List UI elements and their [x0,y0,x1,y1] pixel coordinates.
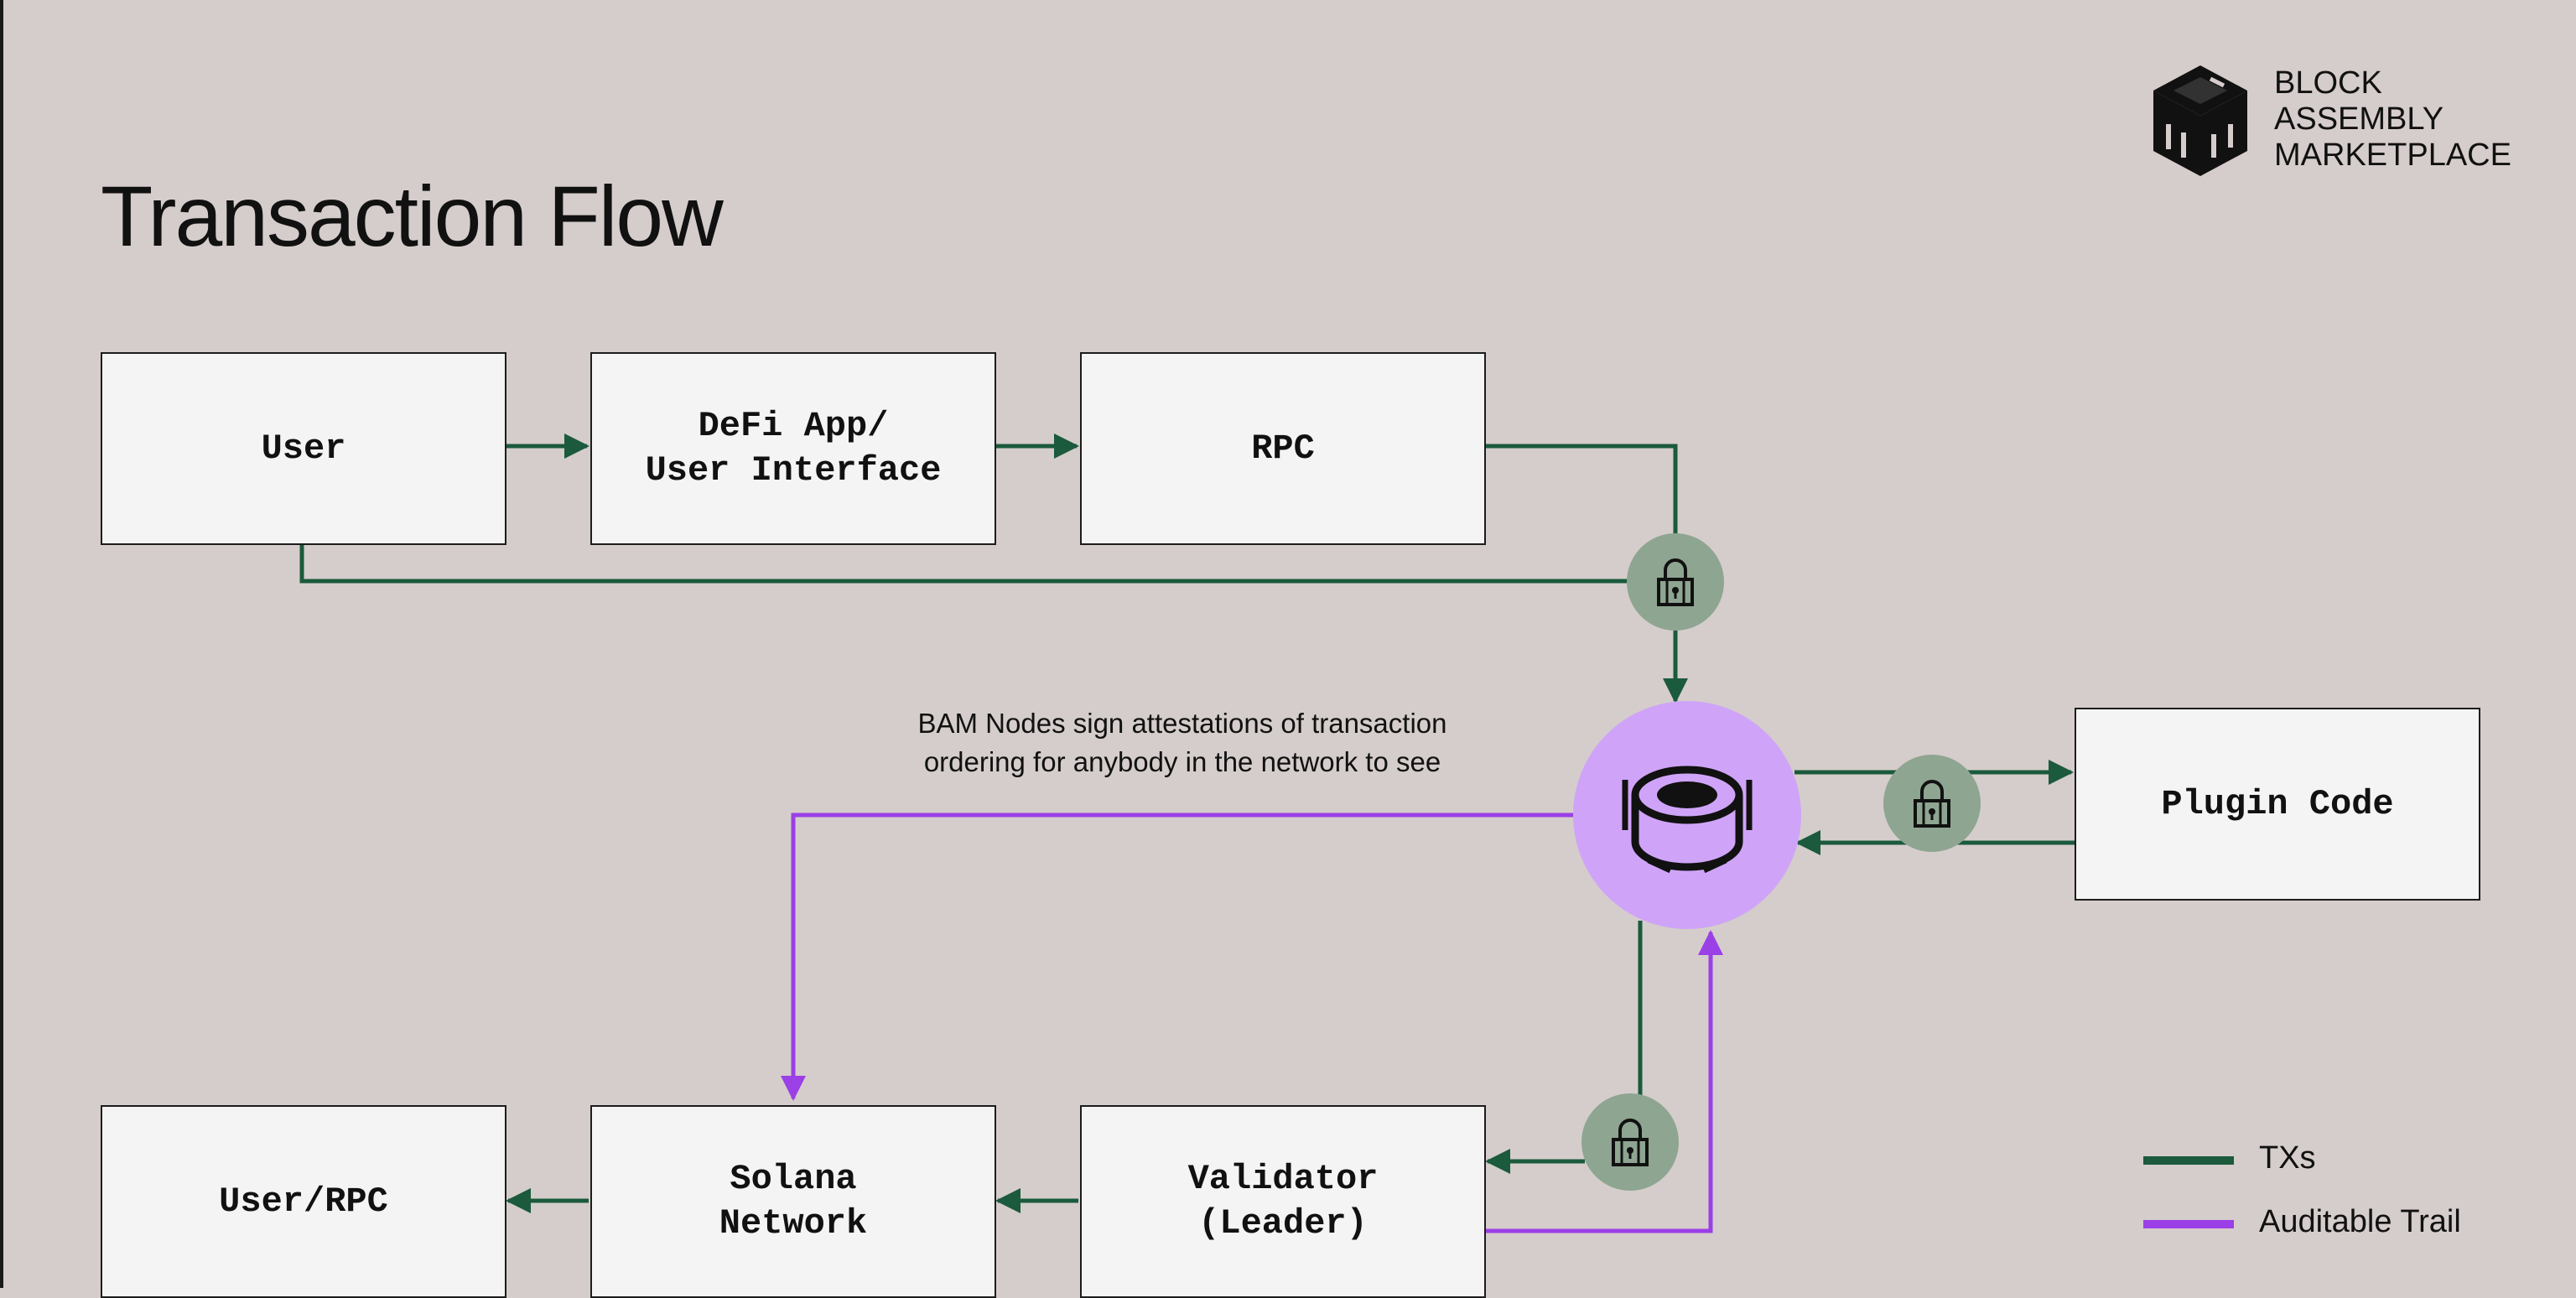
node-validator: Validator (Leader) [1080,1105,1486,1298]
brand-logo: BLOCK ASSEMBLY MARKETPLACE [2150,62,2519,188]
padlock-icon [1581,1093,1679,1191]
brand-line-1: BLOCK [2274,65,2382,101]
bam-cube-logo-icon [2153,65,2247,176]
node-rpc: RPC [1080,352,1486,545]
padlock-icon [1883,755,1981,852]
page-title: Transaction Flow [101,169,724,264]
bam-node-icon [1573,701,1801,929]
padlock-icon [1627,533,1724,631]
node-user: User [101,352,506,545]
node-defi-app: DeFi App/ User Interface [590,352,996,545]
node-user-rpc: User/RPC [101,1105,506,1298]
left-edge-rule [0,0,3,1288]
edge-bam-to-solana-audit [781,813,1573,1101]
legend-txs-label: TXs [2259,1140,2316,1176]
edge-validator-to-bam-audit [1484,930,1723,1233]
brand-wordmark: BLOCK ASSEMBLY MARKETPLACE [2274,65,2511,174]
node-solana-network: Solana Network [590,1105,996,1298]
edge-rpc-to-lock [1484,444,1678,535]
brand-line-2: ASSEMBLY [2274,101,2444,137]
edge-user-to-lock [299,543,1628,584]
node-plugin-code: Plugin Code [2075,708,2480,901]
legend-audit-label: Auditable Trail [2259,1204,2461,1239]
attestation-note: BAM Nodes sign attestations of transacti… [917,708,1447,777]
brand-line-3: MARKETPLACE [2274,138,2511,173]
